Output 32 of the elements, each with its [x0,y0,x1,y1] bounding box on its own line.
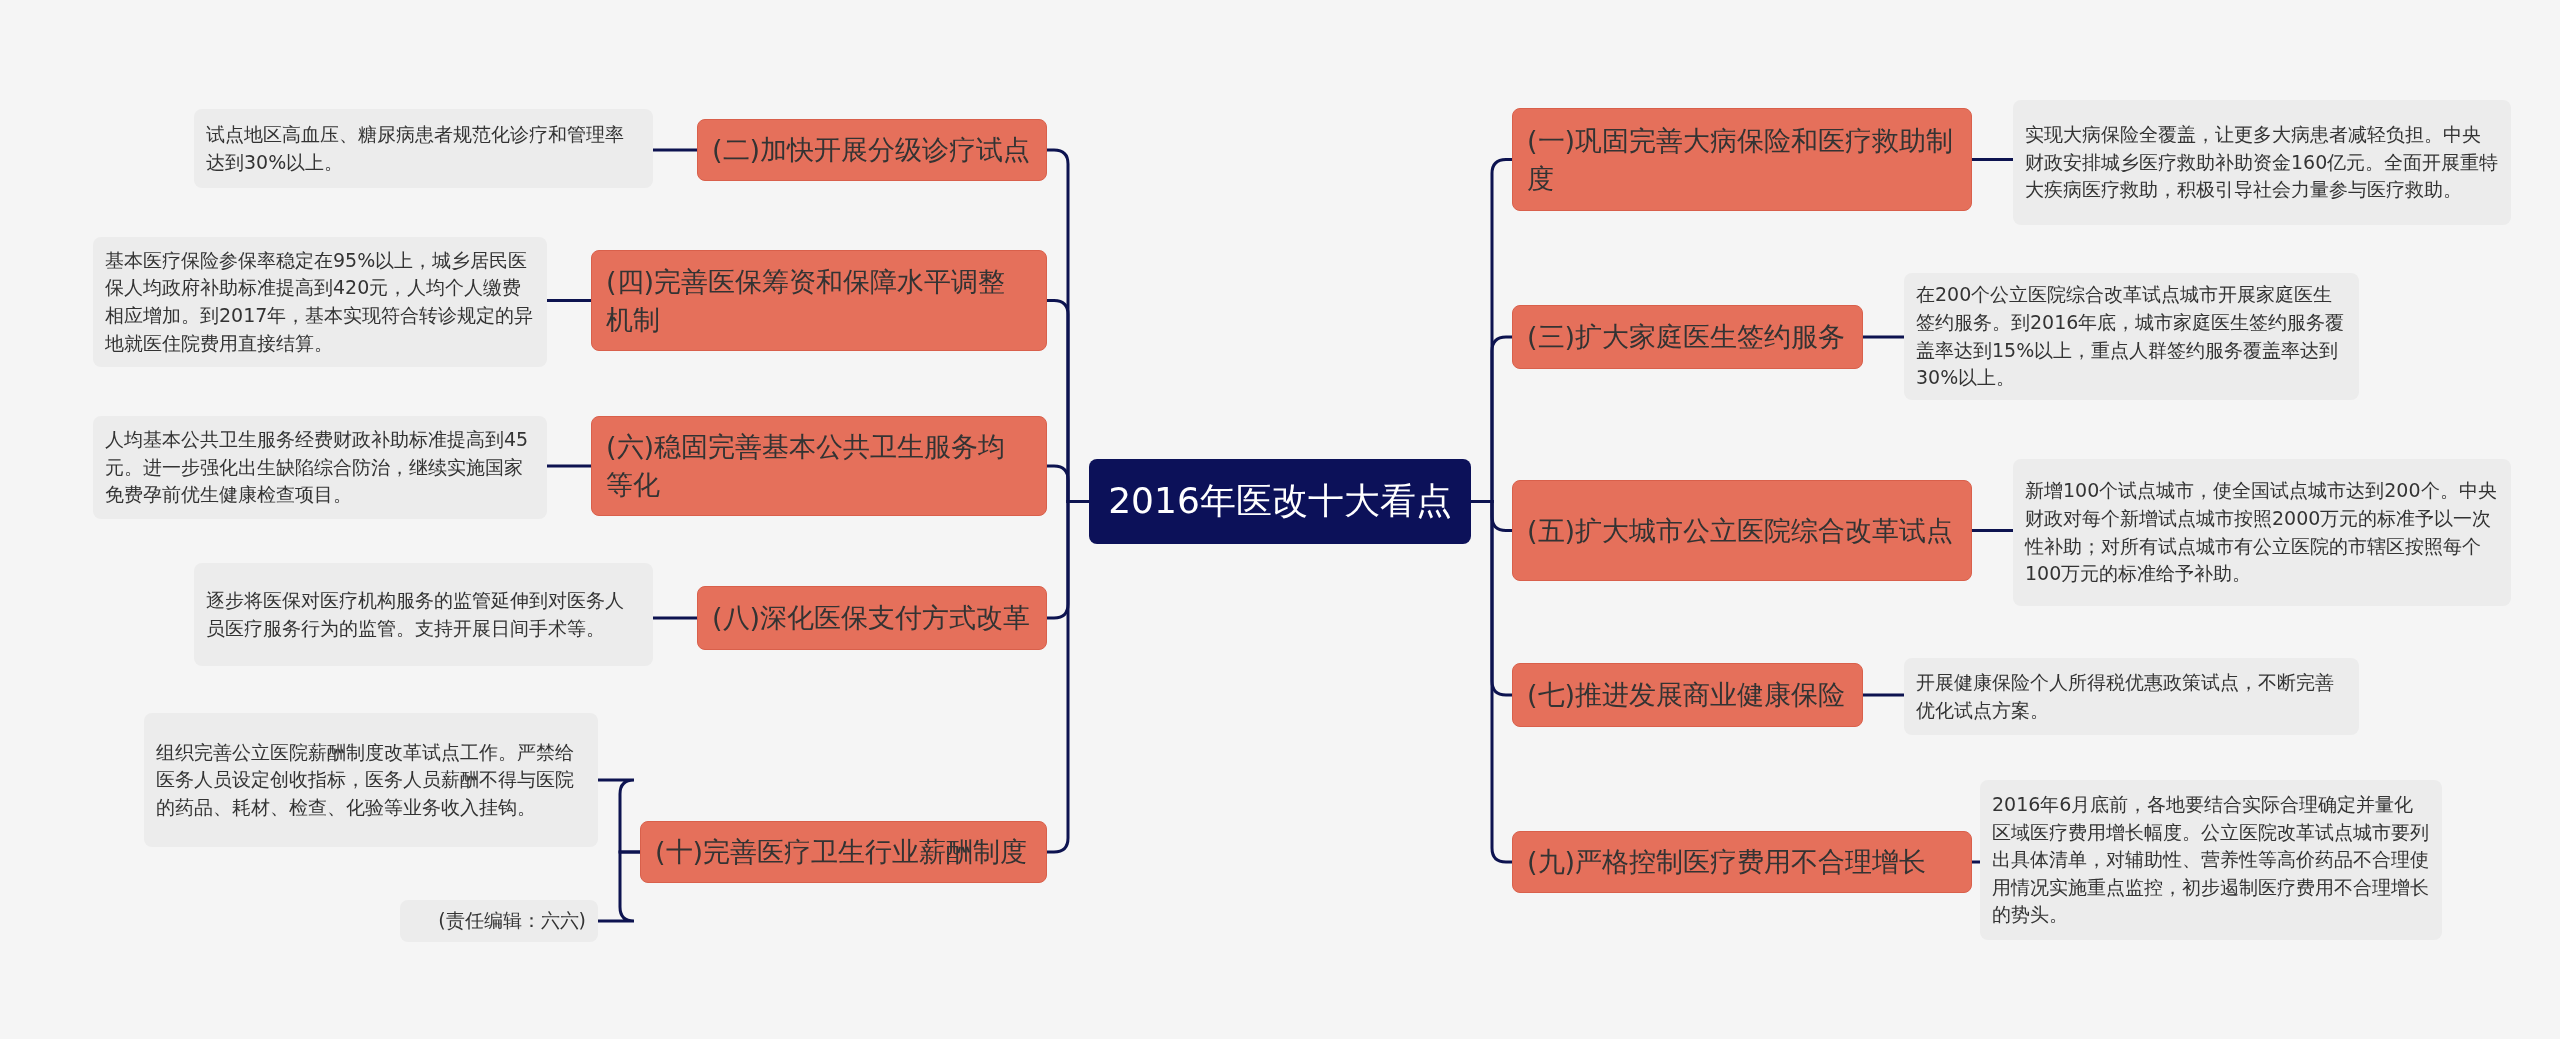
topic-box: (四)完善医保筹资和保障水平调整机制 [591,250,1047,351]
topic-box: (六)稳固完善基本公共卫生服务均等化 [591,416,1047,516]
topic-box: (一)巩固完善大病保险和医疗救助制度 [1512,108,1972,211]
topic-box: (七)推进发展商业健康保险 [1512,663,1863,727]
topic-box: (三)扩大家庭医生签约服务 [1512,305,1863,369]
topic-box: (九)严格控制医疗费用不合理增长 [1512,831,1972,893]
note-box: 试点地区高血压、糖尿病患者规范化诊疗和管理率达到30%以上。 [194,109,653,188]
connector-line [653,616,697,620]
note-box: 人均基本公共卫生服务经费财政补助标准提高到45元。进一步强化出生缺陷综合防治，继续实施国家免费孕前优生健康检查项目。 [93,416,547,519]
note-box: 实现大病保险全覆盖，让更多大病患者减轻负担。中央财政安排城乡医疗救助补助资金160亿元。全面开展重特大疾病医疗救助，积极引导社会力量参与医疗救助。 [2013,100,2511,225]
connector-line [1972,529,2013,532]
connector-line [1863,693,1904,697]
topic-box: (八)深化医保支付方式改革 [697,586,1047,650]
note-box: 新增100个试点城市，使全国试点城市达到200个。中央财政对每个新增试点城市按照2000万元的标准予以一次性补助；对所有试点城市有公立医院的市辖区按照每个100万元的标准给予补助。 [2013,459,2511,606]
note-box: 开展健康保险个人所得税优惠政策试点，不断完善优化试点方案。 [1904,658,2359,735]
note-box: (责任编辑：六六) [400,900,598,942]
connector-line [598,850,640,923]
topic-box: (五)扩大城市公立医院综合改革试点 [1512,480,1972,581]
connector-line [547,464,591,468]
connector-line [1972,860,1980,864]
connector-line [547,299,591,302]
topic-box: (二)加快开展分级诊疗试点 [697,119,1047,181]
note-box: 2016年6月底前，各地要结合实际合理确定并量化区域医疗费用增长幅度。公立医院改革试点城市要列出具体清单，对辅助性、营养性等高价药品不合理使用情况实施重点监控，初步遏制医疗费用不合理增长的势头。 [1980,780,2442,940]
note-box: 逐步将医保对医疗机构服务的监管延伸到对医务人员医疗服务行为的监管。支持开展日间手术等。 [194,563,653,666]
note-box: 基本医疗保险参保率稳定在95%以上，城乡居民医保人均政府补助标准提高到420元，人均个人缴费相应增加。到2017年，基本实现符合转诊规定的异地就医住院费用直接结算。 [93,237,547,367]
root-box: 2016年医改十大看点 [1089,459,1471,544]
note-box: 在200个公立医院综合改革试点城市开展家庭医生签约服务。到2016年底，城市家庭医生签约服务覆盖率达到15%以上，重点人群签约服务覆盖率达到30%以上。 [1904,273,2359,400]
note-box: 组织完善公立医院薪酬制度改革试点工作。严禁给医务人员设定创收指标，医务人员薪酬不得与医院的药品、耗材、检查、化验等业务收入挂钩。 [144,713,598,847]
topic-box: (十)完善医疗卫生行业薪酬制度 [640,821,1047,883]
connector-line [653,148,697,152]
connector-line [1972,158,2013,161]
connector-line [1863,335,1904,339]
